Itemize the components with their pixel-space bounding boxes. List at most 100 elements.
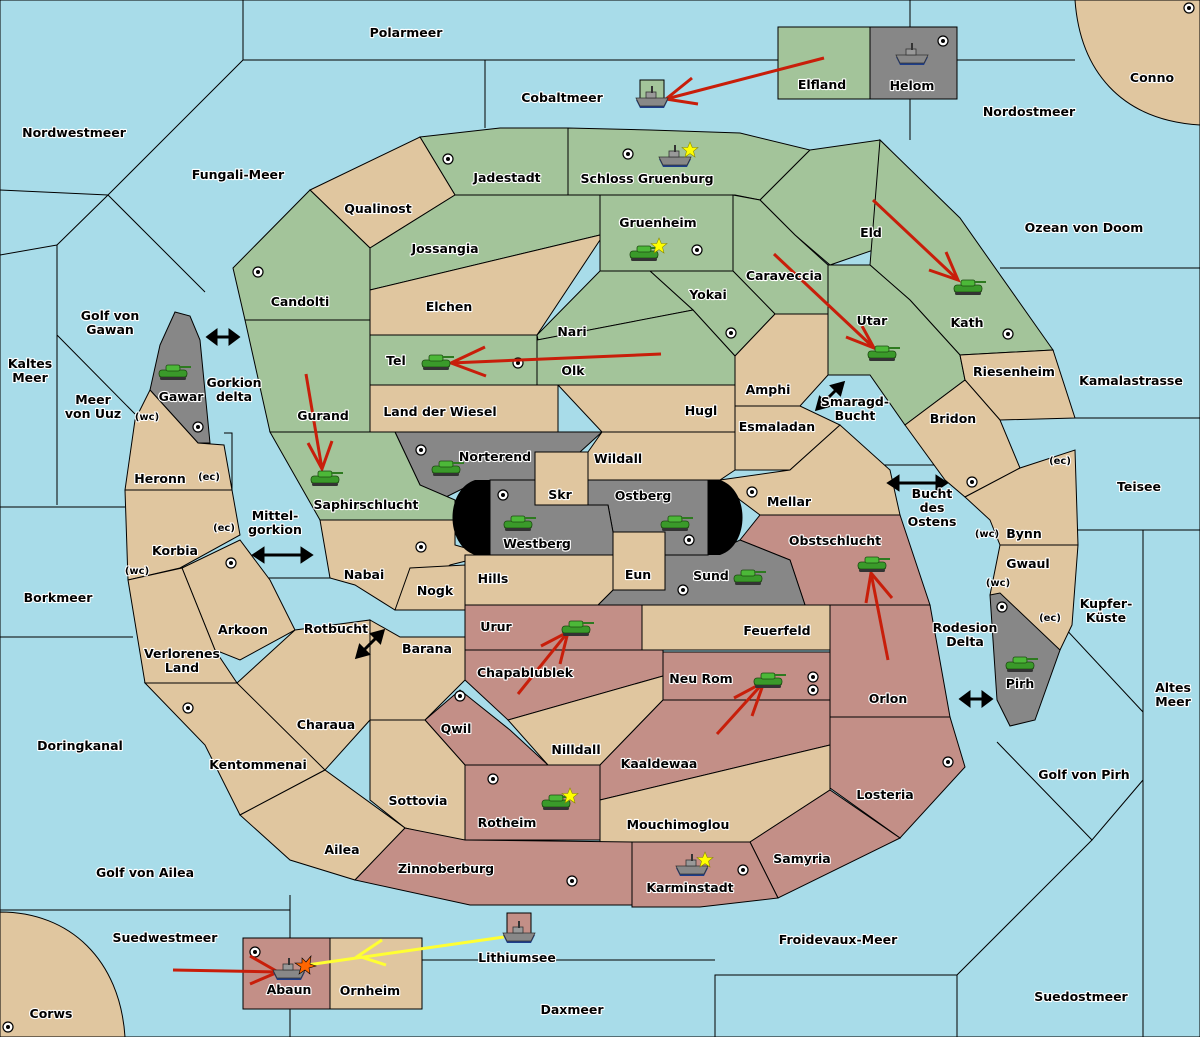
label-nari: Nari bbox=[557, 324, 586, 339]
supply-center-jadestadt bbox=[442, 153, 454, 165]
label-line: Yokai bbox=[688, 287, 727, 302]
label-esmaladan: Esmaladan bbox=[739, 419, 815, 434]
label-line: Nabai bbox=[344, 567, 385, 582]
label-caraveccia: Caraveccia bbox=[746, 268, 822, 283]
label-borkmeer: Borkmeer bbox=[24, 590, 94, 605]
supply-center-gruenheim bbox=[691, 244, 703, 256]
territory-nogk[interactable] bbox=[394, 564, 466, 611]
label-line: Gawar bbox=[159, 389, 205, 404]
label-schloss-gruenburg: Schloss Gruenburg bbox=[580, 171, 713, 186]
coast-label-heronn: (ec) bbox=[198, 472, 220, 483]
label-orlon: Orlon bbox=[869, 691, 908, 706]
label-cobaltmeer: Cobaltmeer bbox=[521, 90, 603, 105]
label-line: Corws bbox=[30, 1006, 73, 1021]
label-line: Saphirschlucht bbox=[314, 497, 419, 512]
label-line: Nilldall bbox=[551, 742, 600, 757]
territory-corws[interactable] bbox=[0, 911, 126, 1037]
territory-verlorenes-land[interactable] bbox=[127, 567, 238, 684]
territory-gwaul[interactable] bbox=[989, 544, 1079, 651]
label-line: Urur bbox=[480, 619, 512, 634]
supply-center-ostberg bbox=[683, 534, 695, 546]
label-line: Land der Wiesel bbox=[383, 404, 496, 419]
coast-label-korbia: (ec) bbox=[213, 523, 235, 534]
label-line: Polarmeer bbox=[370, 25, 444, 40]
label-elchen: Elchen bbox=[426, 299, 473, 314]
units bbox=[158, 42, 1039, 981]
label-line: Verlorenes bbox=[144, 646, 220, 661]
double-arrow-icon bbox=[205, 328, 241, 346]
label-ostberg: Ostberg bbox=[615, 488, 672, 503]
label-line: Ornheim bbox=[340, 983, 400, 998]
label-line: Rotbucht bbox=[304, 621, 368, 636]
supply-center-westberg bbox=[497, 489, 509, 501]
supply-center-bridon bbox=[966, 476, 978, 488]
territory-mellar[interactable] bbox=[718, 424, 901, 516]
label-line: Golf von Pirh bbox=[1038, 767, 1129, 782]
supply-center-losteria bbox=[942, 756, 954, 768]
label-line: Gruenheim bbox=[619, 215, 696, 230]
label-sottovia: Sottovia bbox=[389, 793, 448, 808]
label-neu-rom: Neu Rom bbox=[669, 671, 732, 686]
label-nogk: Nogk bbox=[417, 583, 454, 598]
label-line: Mouchimoglou bbox=[627, 817, 730, 832]
supply-center-gawar bbox=[192, 421, 204, 433]
label-line: Smaragd- bbox=[821, 394, 889, 409]
move-arrow bbox=[772, 252, 878, 351]
label-suedostmeer: Suedostmeer bbox=[1034, 989, 1128, 1004]
supply-center-corws bbox=[2, 1021, 14, 1033]
supply-center-nabai bbox=[415, 541, 427, 553]
territory-karminstadt[interactable] bbox=[631, 841, 779, 908]
territory-riesenheim[interactable] bbox=[959, 349, 1076, 421]
label-amphi: Amphi bbox=[746, 382, 791, 397]
supply-center-mellar bbox=[746, 486, 758, 498]
territory-korbia[interactable] bbox=[124, 489, 241, 581]
territory-elfland[interactable] bbox=[777, 26, 871, 100]
label-line: Nari bbox=[557, 324, 586, 339]
supply-center-kath bbox=[1002, 328, 1014, 340]
label-saphirschlucht: Saphirschlucht bbox=[314, 497, 419, 512]
label-golf-von-pirh: Golf von Pirh bbox=[1038, 767, 1129, 782]
coast-label-gwaul: (wc) bbox=[986, 578, 1010, 589]
label-line: Altes bbox=[1155, 680, 1191, 695]
label-line: Elfland bbox=[798, 77, 846, 92]
territory-gruenheim[interactable] bbox=[599, 194, 734, 272]
label-line: Daxmeer bbox=[540, 1002, 604, 1017]
label-line: Bynn bbox=[1006, 526, 1041, 541]
supply-center-orlon bbox=[807, 684, 819, 696]
territory-nari[interactable] bbox=[536, 270, 695, 341]
double-arrow-icon bbox=[251, 546, 314, 564]
double-arrow-icon bbox=[958, 690, 994, 708]
label-line: Bucht bbox=[835, 408, 876, 423]
label-olk: Olk bbox=[561, 363, 585, 378]
supply-center-kentommenai bbox=[182, 702, 194, 714]
label-rotbucht: Rotbucht bbox=[304, 621, 368, 636]
coast-label-gwaul: (ec) bbox=[1039, 613, 1061, 624]
coast-label-bynn: (ec) bbox=[1049, 456, 1071, 467]
territory-ornheim[interactable] bbox=[329, 937, 423, 1010]
label-line: Norterend bbox=[459, 449, 531, 464]
label-qualinost: Qualinost bbox=[344, 201, 411, 216]
label-norterend: Norterend bbox=[459, 449, 531, 464]
label-line: Pirh bbox=[1006, 676, 1035, 691]
territory-conno[interactable] bbox=[1074, 0, 1200, 126]
label-yokai: Yokai bbox=[688, 287, 727, 302]
label-line: Schloss Gruenburg bbox=[580, 171, 713, 186]
label-karminstadt: Karminstadt bbox=[646, 880, 733, 895]
label-nabai: Nabai bbox=[344, 567, 385, 582]
label-heronn: Heronn bbox=[134, 471, 186, 486]
label-ozean-von-doom: Ozean von Doom bbox=[1025, 220, 1144, 235]
label-line: Orlon bbox=[869, 691, 908, 706]
label-hills: Hills bbox=[478, 571, 509, 586]
label-line: Rodesion bbox=[933, 620, 998, 635]
label-doringkanal: Doringkanal bbox=[37, 738, 123, 753]
territory-candolti[interactable] bbox=[232, 189, 371, 321]
label-line: Delta bbox=[946, 634, 984, 649]
label-gawar: Gawar bbox=[159, 389, 205, 404]
label-hugl: Hugl bbox=[685, 403, 718, 418]
label-samyria: Samyria bbox=[773, 851, 831, 866]
coast-label-heronn: (wc) bbox=[135, 412, 159, 423]
label-teisee: Teisee bbox=[1117, 479, 1161, 494]
label-golf-von-ailea: Golf von Ailea bbox=[96, 865, 194, 880]
label-line: Korbia bbox=[152, 543, 198, 558]
